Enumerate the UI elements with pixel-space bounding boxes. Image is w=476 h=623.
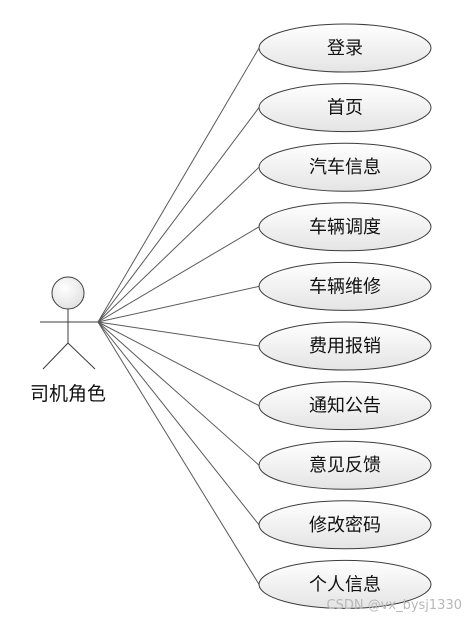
use-case-label: 汽车信息	[309, 157, 381, 178]
use-case: 车辆调度	[258, 202, 432, 252]
use-case-ellipse	[258, 202, 432, 252]
association-lines	[97, 47, 260, 585]
use-case-ellipse	[258, 559, 432, 609]
use-case: 个人信息	[258, 559, 432, 609]
use-case: 修改密码	[258, 500, 432, 550]
use-case-label: 费用报销	[309, 336, 381, 357]
association-line	[97, 321, 260, 347]
use-case-ellipse	[258, 142, 432, 192]
use-case-ellipse	[258, 23, 432, 73]
use-case-ellipse	[258, 440, 432, 490]
use-case-label: 修改密码	[309, 515, 381, 536]
use-case: 通知公告	[258, 381, 432, 431]
use-case-label: 车辆维修	[309, 276, 381, 297]
actor-left-leg	[42, 342, 69, 370]
use-case-label: 首页	[327, 98, 363, 119]
association-line	[97, 321, 260, 407]
use-case: 车辆维修	[258, 261, 432, 311]
use-case-ellipse	[258, 381, 432, 431]
use-case-ellipse	[258, 83, 432, 133]
use-case-ellipse	[258, 321, 432, 371]
association-line	[97, 321, 260, 466]
association-line	[97, 285, 260, 323]
actor-head	[51, 276, 85, 310]
use-case: 汽车信息	[258, 142, 432, 192]
association-line	[97, 321, 260, 526]
association-line	[97, 226, 260, 323]
actor-right-leg	[67, 342, 96, 370]
association-line	[97, 321, 260, 585]
use-case-label: 登录	[327, 38, 363, 59]
association-line	[97, 166, 260, 323]
use-case: 首页	[258, 83, 432, 133]
use-case-label: 车辆调度	[309, 217, 381, 238]
association-line	[97, 107, 260, 323]
use-case-label: 个人信息	[309, 574, 381, 595]
association-line	[97, 47, 260, 323]
use-case-ellipse	[258, 500, 432, 550]
use-case-label: 通知公告	[309, 396, 381, 417]
use-case-ellipse	[258, 261, 432, 311]
use-case: 登录	[258, 23, 432, 73]
actor-label: 司机角色	[30, 383, 106, 405]
use-case: 意见反馈	[258, 440, 432, 490]
use-case-label: 意见反馈	[309, 455, 381, 476]
use-case: 费用报销	[258, 321, 432, 371]
actor-driver: 司机角色	[30, 276, 106, 405]
watermark: CSDN @vx_bysj1330	[327, 598, 463, 613]
